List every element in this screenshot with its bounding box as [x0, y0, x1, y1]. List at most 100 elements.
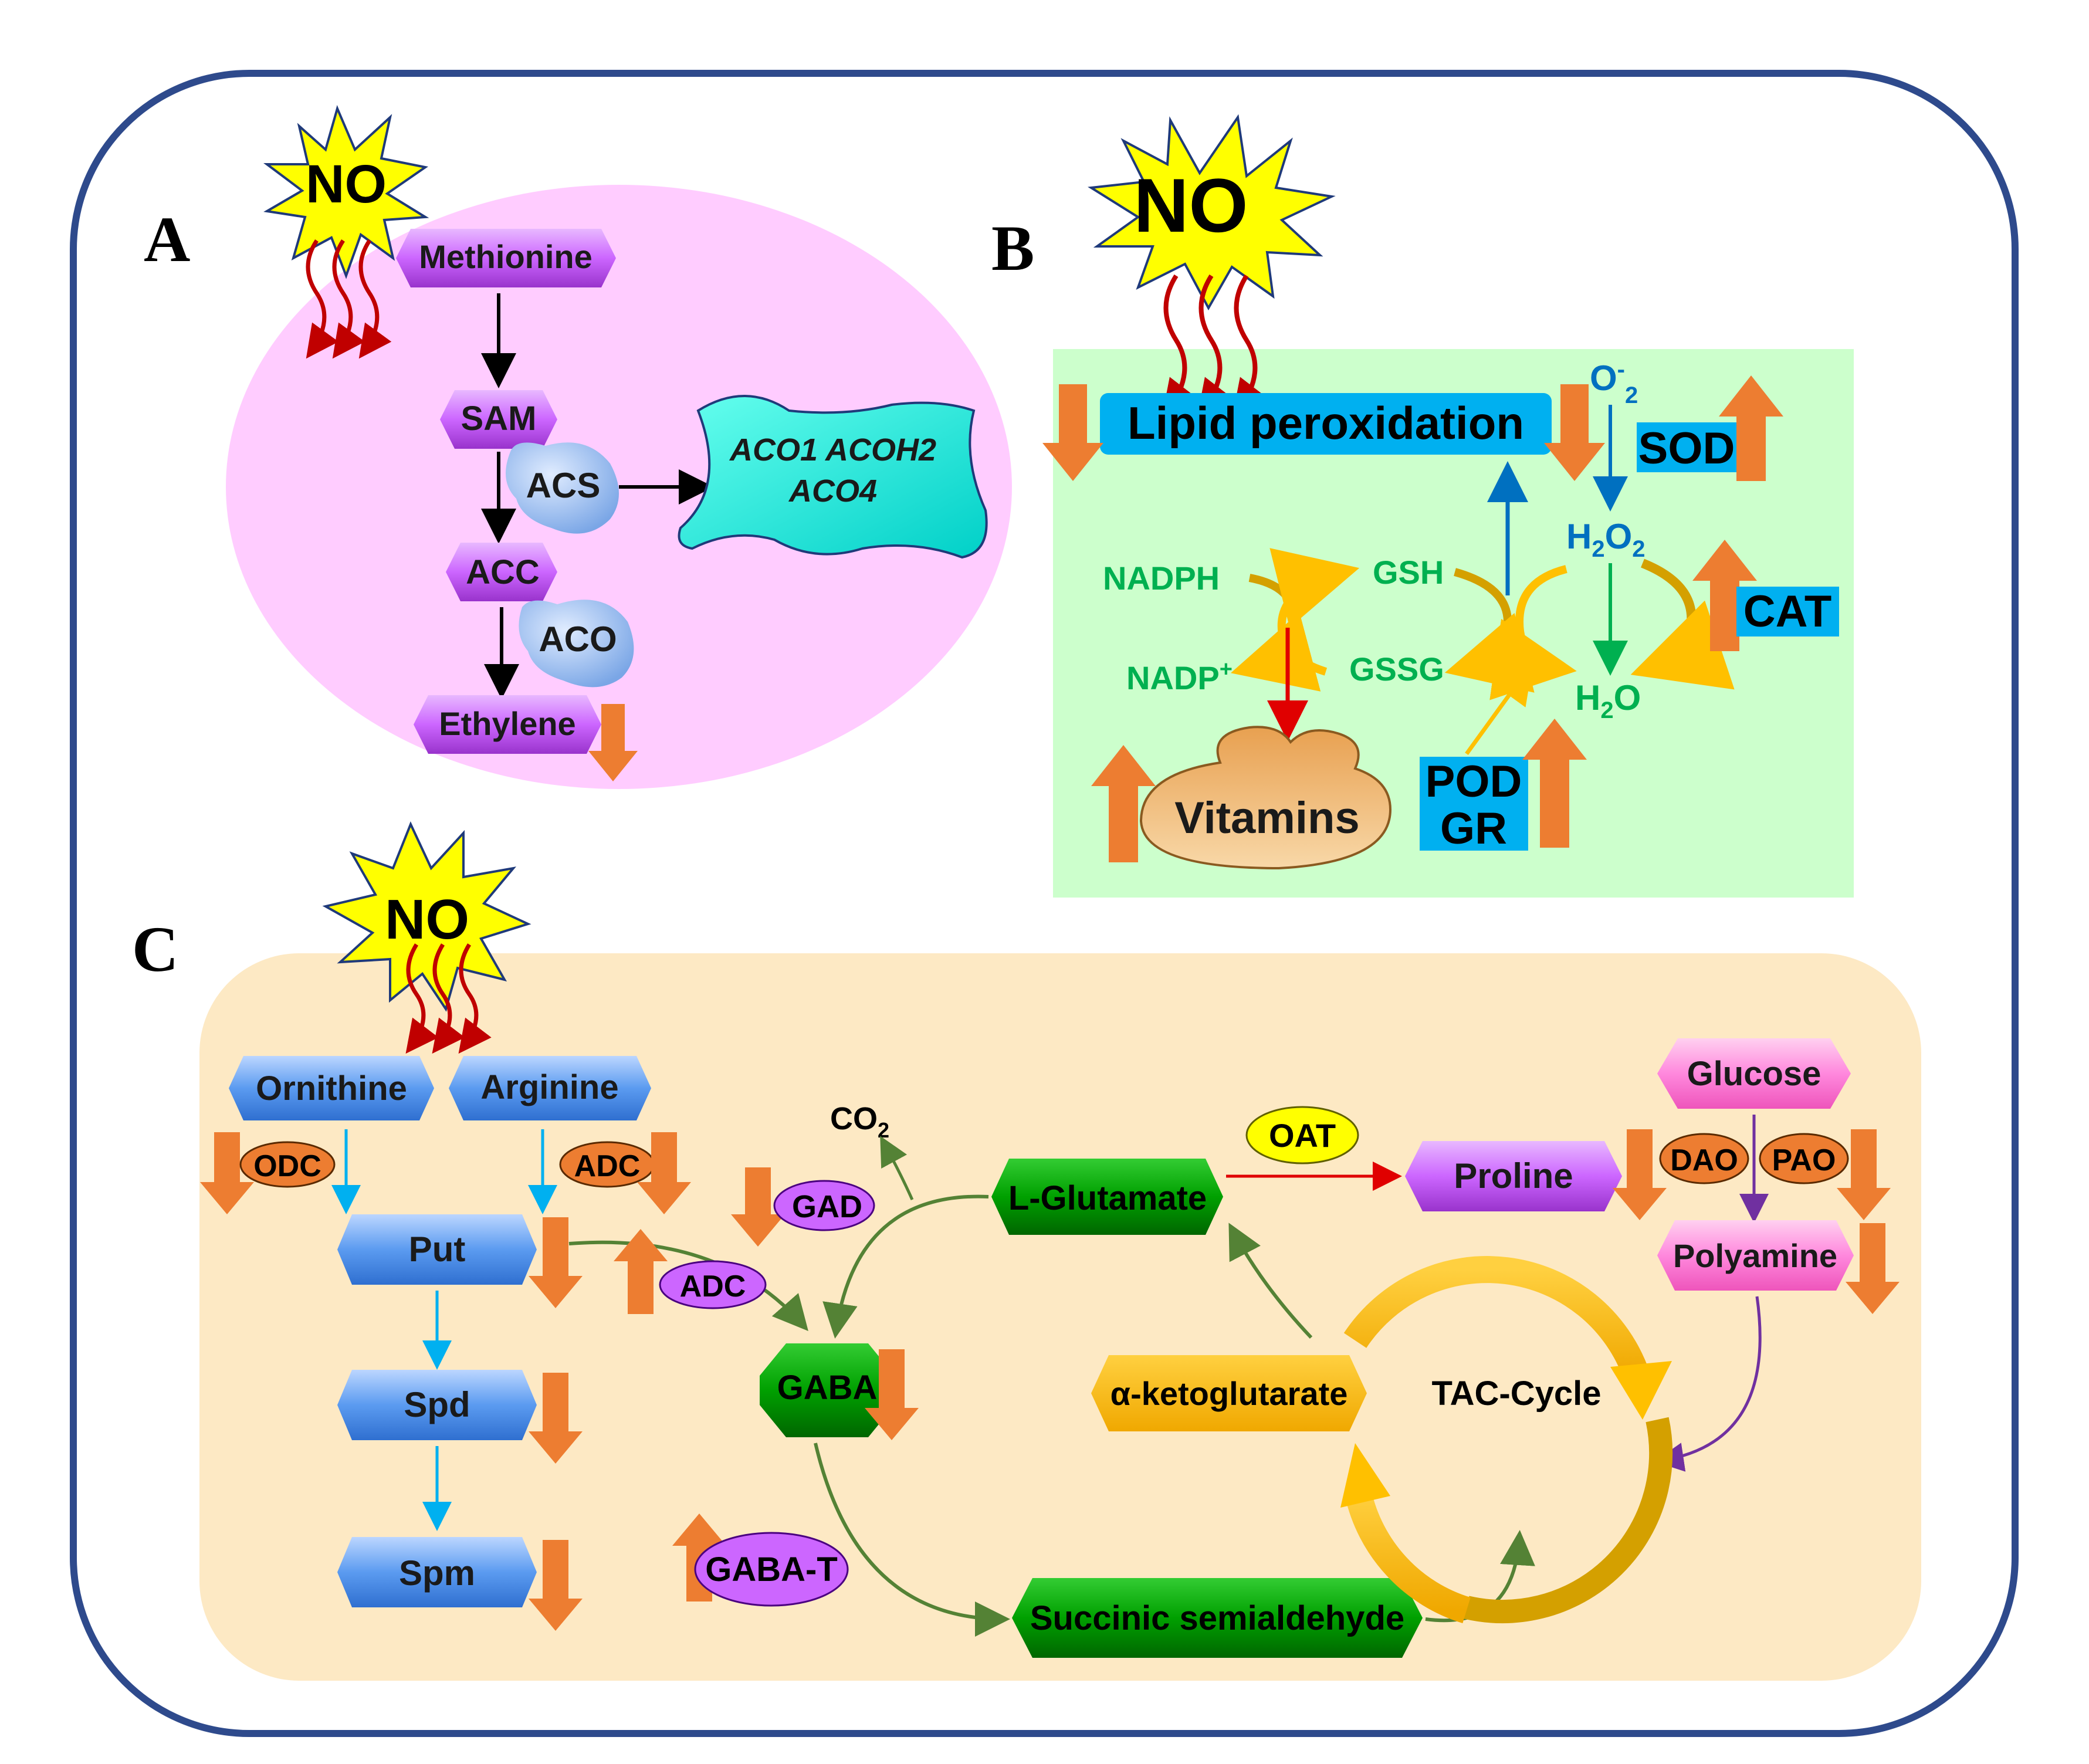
- dao-shape: [1659, 1133, 1749, 1184]
- spm-down-arrow: [529, 1540, 583, 1631]
- methionine-shape: [396, 229, 616, 287]
- gr-box: [1420, 804, 1528, 851]
- aco-genes-outline: [678, 395, 988, 559]
- h2o-label: H2O: [1575, 678, 1641, 723]
- gr-label: GR: [1440, 804, 1507, 854]
- ethylene-down-arrow: [588, 704, 638, 781]
- aco-shape: [519, 600, 634, 688]
- succinic-semialdehyde-shape: [1012, 1578, 1423, 1658]
- adc-purple-up-arrow: [614, 1229, 668, 1314]
- pao-shape: [1759, 1133, 1849, 1184]
- no-burst-icon: [322, 821, 531, 1012]
- pao-down-arrow: [1837, 1129, 1891, 1220]
- gr-node: GR: [1420, 804, 1528, 854]
- h2o2-sub2: 2: [1632, 536, 1645, 562]
- cat-label: CAT: [1743, 587, 1832, 636]
- l-glutamate-node: L-Glutamate: [991, 1159, 1223, 1235]
- aco-genes-line1: ACO1 ACOH2: [729, 432, 936, 468]
- no-burst-a: NO: [263, 105, 429, 279]
- h2o2-label: H2O2: [1566, 517, 1646, 562]
- aco-enzyme: ACO: [519, 600, 634, 688]
- arrow-polyamine-tac: [1654, 1296, 1762, 1472]
- h2o2-h: H: [1566, 517, 1592, 556]
- put-node: Put: [337, 1214, 537, 1285]
- spm-node: Spm: [337, 1537, 537, 1607]
- acc-node: ACC: [446, 543, 557, 601]
- oat-shape: [1245, 1106, 1359, 1164]
- dao-label: DAO: [1670, 1143, 1738, 1177]
- sam-node: SAM: [440, 390, 557, 449]
- polyamine-down-arrow: [1846, 1223, 1900, 1314]
- odc-down-arrow: [200, 1132, 254, 1214]
- arrow-gaba-ssa: [814, 1443, 1010, 1637]
- sod-node: SOD: [1637, 422, 1736, 473]
- adc-orange-label: ADC: [574, 1149, 641, 1183]
- odc-label: ODC: [253, 1149, 321, 1183]
- gad-shape: [773, 1180, 875, 1231]
- gaba-shape: [760, 1343, 895, 1437]
- co2-c: CO: [830, 1101, 878, 1136]
- adc-purple-enzyme: ADC: [659, 1260, 767, 1309]
- acc-label: ACC: [466, 553, 540, 591]
- gaba-down-arrow: [865, 1349, 919, 1440]
- proline-label: Proline: [1454, 1156, 1573, 1196]
- pod-label: POD: [1426, 757, 1522, 807]
- no-label-c: NO: [385, 888, 469, 951]
- gaba-node: GABA: [760, 1343, 895, 1437]
- tac-arrowhead-right: [1610, 1361, 1672, 1420]
- arrow-pod-gr: [1465, 662, 1533, 756]
- pod-gr-up-arrow: [1522, 719, 1587, 848]
- no-wavy-arrows-c: [405, 943, 492, 1054]
- no-wavy-arrows-a: [306, 239, 392, 359]
- arrow-co2-release: [880, 1136, 914, 1201]
- panel-label-c: C: [132, 913, 178, 985]
- spd-node: Spd: [337, 1370, 537, 1440]
- vitamins-node: Vitamins: [1139, 726, 1392, 870]
- h2o2-sub1: 2: [1592, 536, 1604, 562]
- nadph-label: NADPH: [1103, 560, 1220, 597]
- gaba-label: GABA: [777, 1369, 878, 1407]
- superoxide-sub: 2: [1625, 382, 1638, 408]
- spd-down-arrow: [529, 1373, 583, 1464]
- no-label-a: NO: [306, 154, 387, 214]
- gabat-shape: [694, 1532, 849, 1607]
- acs-label: ACS: [526, 466, 601, 505]
- methionine-node: Methionine: [396, 229, 616, 287]
- gssg-to-gsh-curve: [1269, 548, 1360, 676]
- panel-label-a: A: [144, 204, 190, 275]
- superoxide-charge: -: [1617, 357, 1625, 382]
- adc-purple-shape: [659, 1260, 767, 1309]
- arginine-shape: [449, 1056, 651, 1120]
- pod-box: [1420, 757, 1528, 804]
- sam-label: SAM: [461, 399, 537, 438]
- no-burst-icon: [1088, 114, 1336, 311]
- gabat-enzyme: GABA-T: [694, 1532, 849, 1607]
- h2o-sub: 2: [1600, 698, 1613, 723]
- vitamins-up-arrow: [1091, 745, 1156, 862]
- adc-orange-down-arrow: [637, 1132, 691, 1214]
- lipid-peroxidation-box: [1100, 393, 1552, 455]
- arrow-akg-glutamate: [1228, 1223, 1313, 1339]
- pao-enzyme: PAO: [1759, 1133, 1849, 1184]
- polyamine-node: Polyamine: [1657, 1220, 1854, 1291]
- acs-shape: [506, 442, 619, 534]
- nadp-charge: +: [1220, 657, 1233, 682]
- gad-down-arrow: [731, 1167, 785, 1247]
- arrow-put-gaba: [568, 1240, 808, 1332]
- alpha-ketoglutarate-label: α-ketoglutarate: [1110, 1375, 1348, 1412]
- adc-orange-enzyme: ADC: [559, 1141, 655, 1188]
- no-burst-icon: [263, 105, 429, 279]
- polyamine-shape: [1657, 1220, 1854, 1291]
- tac-arc-right: [1464, 1417, 1673, 1623]
- l-glutamate-shape: [991, 1159, 1223, 1235]
- aco-label: ACO: [539, 619, 617, 659]
- dao-enzyme: DAO: [1659, 1133, 1749, 1184]
- alpha-ketoglutarate-shape: [1091, 1355, 1367, 1431]
- pod-node: POD: [1420, 757, 1528, 807]
- panel-label-b: B: [991, 212, 1034, 284]
- superoxide-label: O-2: [1590, 357, 1638, 408]
- lipid-left-down-arrow: [1042, 384, 1103, 481]
- odc-shape: [239, 1141, 336, 1188]
- ornithine-shape: [229, 1056, 434, 1120]
